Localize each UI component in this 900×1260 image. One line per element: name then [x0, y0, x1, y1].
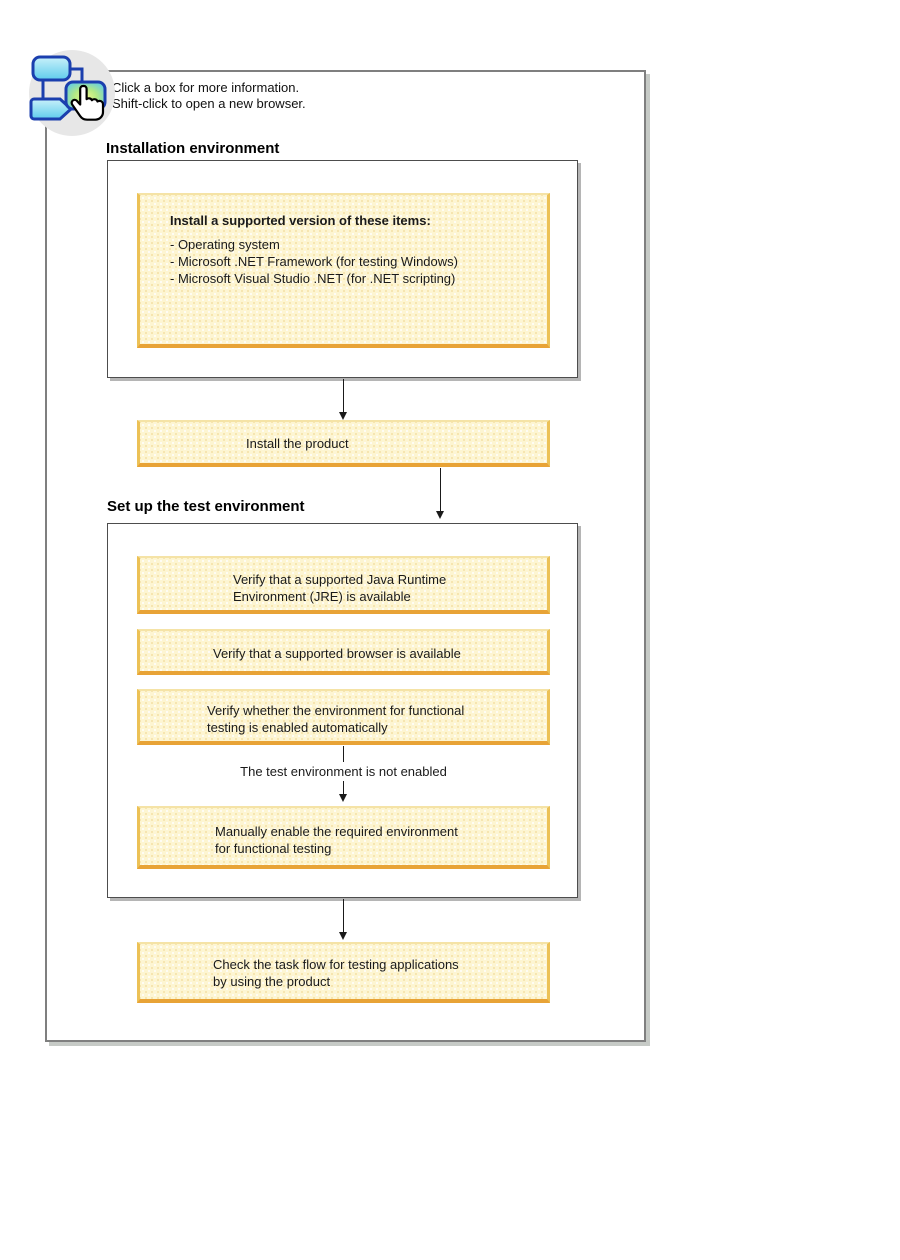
icon-flow-box-top: [31, 55, 72, 82]
verify-jre-line-1: Verify that a supported Java Runtime: [233, 572, 447, 587]
hand-cursor-icon: [70, 84, 105, 121]
prereqs-item-visual-studio: - Microsoft Visual Studio .NET (for .NET…: [170, 271, 456, 286]
manual-enable-line-1: Manually enable the required environment: [215, 824, 458, 839]
verify-functional-line-2: testing is enabled automatically: [207, 720, 388, 735]
click-taskflow-icon-svg: [29, 50, 115, 136]
arrowhead-to-install-product: [339, 412, 347, 420]
connector-line-below-label: [343, 781, 344, 794]
arrow-line-to-check-taskflow: [343, 899, 344, 932]
box-install-product[interactable]: Install the product: [137, 420, 550, 467]
prereqs-title: Install a supported version of these ite…: [170, 213, 431, 228]
box-install-prerequisites[interactable]: Install a supported version of these ite…: [137, 193, 550, 348]
instruction-line-2: Shift-click to open a new browser.: [112, 96, 306, 111]
click-taskflow-icon: [26, 48, 118, 138]
arrowhead-to-check-taskflow: [339, 932, 347, 940]
arrow-line-to-test-environment: [440, 468, 441, 511]
arrowhead-to-manual-enable: [339, 794, 347, 802]
arrow-line-to-install-product: [343, 379, 344, 412]
heading-set-up-test-environment: Set up the test environment: [107, 498, 305, 515]
box-verify-jre[interactable]: Verify that a supported Java Runtime Env…: [137, 556, 550, 614]
icon-flow-pentagon: [29, 97, 74, 121]
prereqs-item-os: - Operating system: [170, 237, 280, 252]
connector-line-above-label: [343, 746, 344, 762]
verify-jre-line-2: Environment (JRE) is available: [233, 589, 411, 604]
box-verify-functional-enablement[interactable]: Verify whether the environment for funct…: [137, 689, 550, 745]
check-taskflow-line-1: Check the task flow for testing applicat…: [213, 957, 459, 972]
connector-label-not-enabled: The test environment is not enabled: [240, 764, 447, 779]
install-product-label: Install the product: [246, 436, 349, 451]
instructions: Click a box for more information. Shift-…: [112, 80, 306, 112]
heading-installation-environment: Installation environment: [106, 140, 280, 157]
verify-browser-label: Verify that a supported browser is avail…: [213, 646, 461, 661]
instruction-line-1: Click a box for more information.: [112, 80, 300, 95]
check-taskflow-line-2: by using the product: [213, 974, 331, 989]
box-check-taskflow[interactable]: Check the task flow for testing applicat…: [137, 942, 550, 1003]
arrowhead-to-test-environment: [436, 511, 444, 519]
icon-connector-right: [69, 67, 84, 82]
manual-enable-line-2: for functional testing: [215, 841, 332, 856]
prereqs-item-dotnet-framework: - Microsoft .NET Framework (for testing …: [170, 254, 458, 269]
box-verify-browser[interactable]: Verify that a supported browser is avail…: [137, 629, 550, 675]
box-manually-enable-environment[interactable]: Manually enable the required environment…: [137, 806, 550, 869]
verify-functional-line-1: Verify whether the environment for funct…: [207, 703, 465, 718]
